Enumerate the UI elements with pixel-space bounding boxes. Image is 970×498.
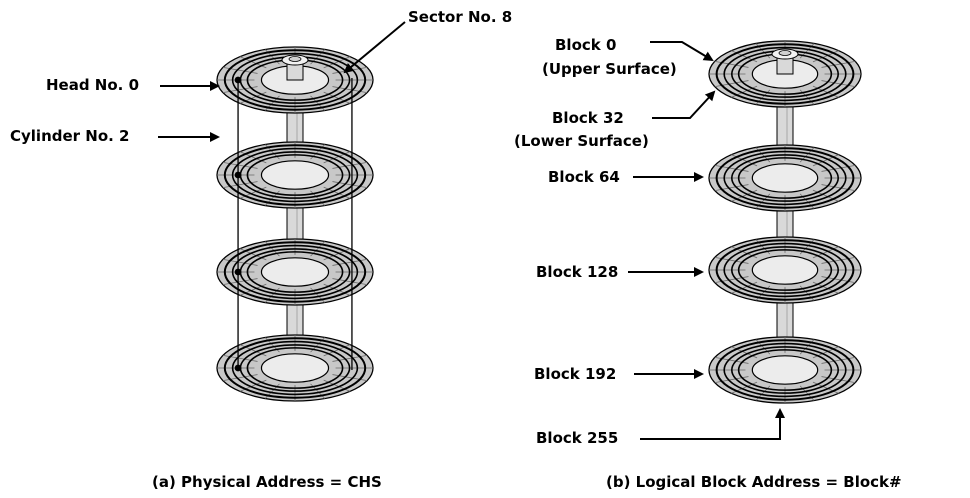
block32-label: Block 32 <box>552 109 624 127</box>
chs-disk-stack <box>216 46 374 402</box>
block128-label: Block 128 <box>536 263 618 281</box>
head-dot-1 <box>234 171 242 179</box>
platter-2 <box>216 238 374 306</box>
block0-arrow <box>650 41 714 62</box>
lower-surface-label: (Lower Surface) <box>514 132 649 150</box>
platter-3 <box>708 336 862 404</box>
sector-arrow <box>343 21 406 74</box>
platter-3 <box>216 334 374 402</box>
lba-caption: (b) Logical Block Address = Block# <box>606 473 902 491</box>
platter-1 <box>708 144 862 212</box>
platter-0 <box>708 40 862 108</box>
upper-surface-label: (Upper Surface) <box>542 60 677 78</box>
block32-arrow <box>652 90 716 119</box>
platter-2 <box>708 236 862 304</box>
head-dot-3 <box>234 364 242 372</box>
cylinder-label: Cylinder No. 2 <box>10 127 130 145</box>
chs-caption: (a) Physical Address = CHS <box>152 473 382 491</box>
head-dot-0 <box>234 76 242 84</box>
block0-label: Block 0 <box>555 36 616 54</box>
block192-label: Block 192 <box>534 365 616 383</box>
sector-label: Sector No. 8 <box>408 8 512 26</box>
lba-disk-stack <box>708 40 862 404</box>
block255-label: Block 255 <box>536 429 618 447</box>
head-dot-2 <box>234 268 242 276</box>
head-label: Head No. 0 <box>46 76 139 94</box>
block64-label: Block 64 <box>548 168 620 186</box>
block255-arrow <box>640 408 785 440</box>
platter-0 <box>216 46 374 114</box>
